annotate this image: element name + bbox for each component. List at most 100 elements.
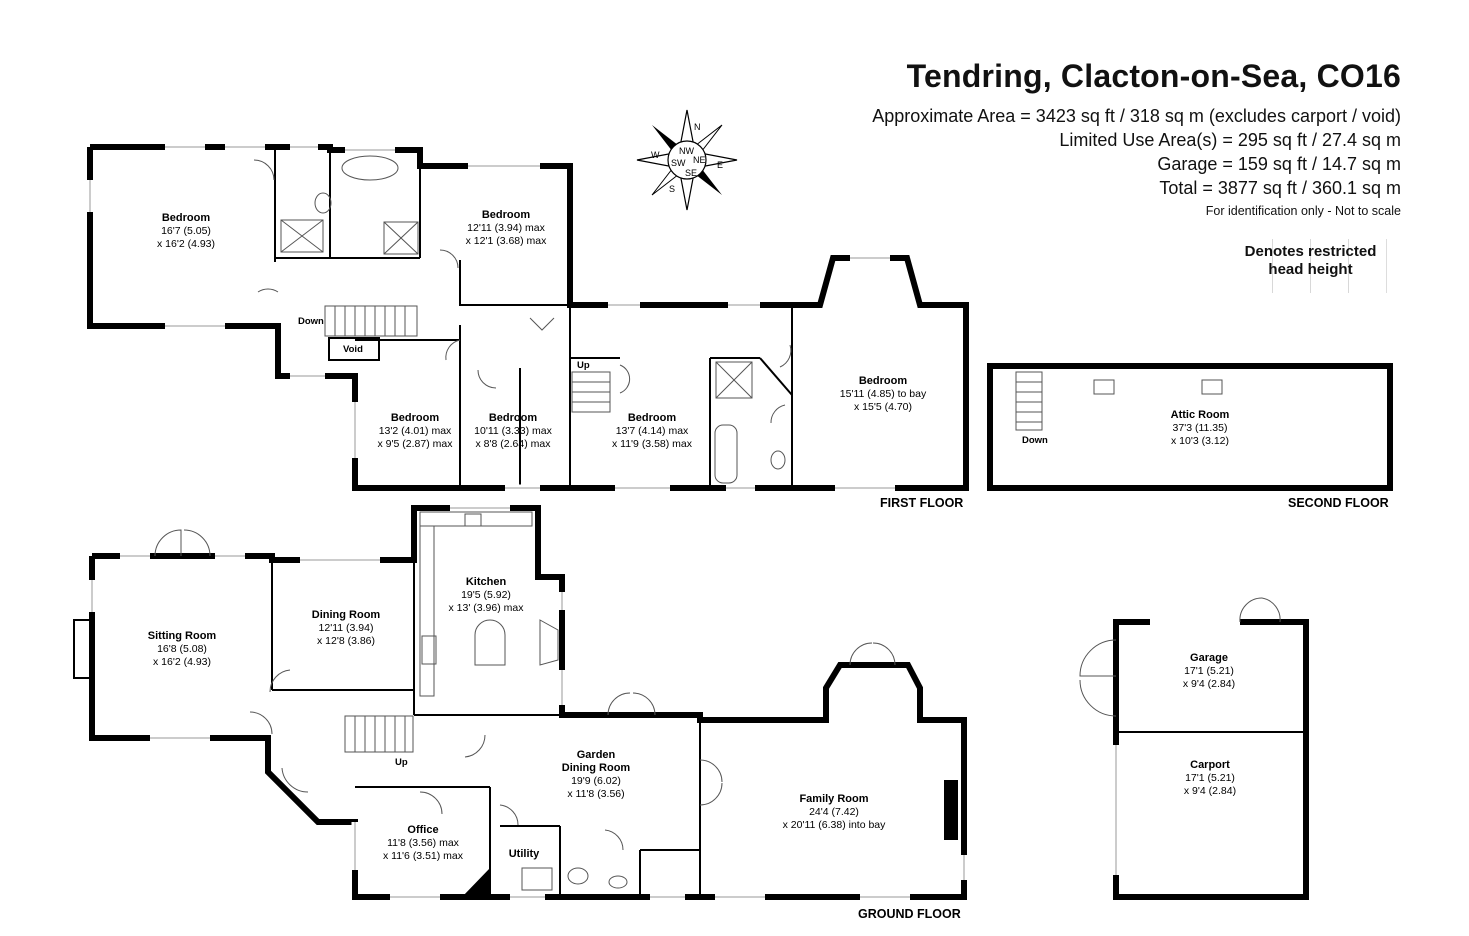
total-area-text: Total = 3877 sq ft / 360.1 sq m — [1159, 178, 1401, 198]
ground-floor-walls — [73, 504, 968, 901]
restricted-height-legend: Denotes restricted head height — [1233, 239, 1388, 295]
toilet-icon — [314, 192, 332, 214]
stair-attic-down — [1015, 371, 1043, 431]
first-down-label: Down — [298, 316, 324, 327]
garden-dim1: 19'9 (6.02) — [571, 775, 621, 787]
bath-icon-2 — [714, 424, 738, 484]
garden-name1: Garden — [577, 749, 616, 761]
attic-dim2: x 10'3 (3.12) — [1171, 435, 1229, 447]
void-box — [328, 337, 380, 361]
compass-w: W — [651, 150, 660, 160]
kitchen-dim1: 19'5 (5.92) — [461, 589, 511, 601]
kitchen-side-counter — [419, 525, 435, 697]
skylight-1 — [1093, 379, 1115, 395]
garage-name: Garage — [1190, 652, 1228, 664]
bed4-dim1: 13'2 (4.01) max — [379, 425, 452, 437]
disclaimer-note: For identification only - Not to scale — [1205, 204, 1401, 218]
kitchen-name: Kitchen — [466, 576, 507, 588]
garage-dim2: x 9'4 (2.84) — [1183, 678, 1235, 690]
garden-name2: Dining Room — [562, 762, 631, 774]
ground-up-label: Up — [395, 757, 408, 768]
utility-sink-icon — [521, 867, 553, 891]
carport-dim1: 17'1 (5.21) — [1185, 772, 1235, 784]
attic-down-label: Down — [1022, 435, 1048, 446]
office-dim2: x 11'6 (3.51) max — [383, 850, 464, 862]
legend-label-line1: Denotes restricted — [1244, 243, 1377, 260]
bed6-name: Bedroom — [628, 412, 677, 424]
first-floor-walls — [86, 143, 969, 492]
stair-ground-up — [344, 715, 414, 753]
bed1-name: Bedroom — [162, 212, 211, 224]
garage-area-text: Garage = 159 sq ft / 14.7 sq m — [1157, 154, 1401, 174]
carport-name: Carport — [1190, 759, 1230, 771]
compass-ne: NE — [693, 155, 706, 165]
bed3-dim2: x 15'5 (4.70) — [854, 401, 912, 413]
sitting-dim2: x 16'2 (4.93) — [153, 656, 211, 668]
compass-rose-icon: N E W S NW NE SE SW — [636, 109, 738, 211]
limited-use-area-text: Limited Use Area(s) = 295 sq ft / 27.4 s… — [1059, 130, 1401, 150]
office-name: Office — [407, 824, 438, 836]
bed5-dim1: 10'11 (3.33) max — [474, 425, 552, 437]
family-dim2: x 20'11 (6.38) into bay — [783, 819, 887, 831]
sitting-name: Sitting Room — [148, 630, 217, 642]
bath-tub-icon — [341, 155, 399, 181]
void-label: Void — [343, 344, 363, 355]
bed6-dim2: x 11'9 (3.58) max — [612, 438, 693, 450]
family-dim1: 24'4 (7.42) — [809, 806, 859, 818]
bed1-dim1: 16'7 (5.05) — [161, 225, 211, 237]
second-floor-label: SECOND FLOOR — [1288, 496, 1389, 510]
compass-s: S — [669, 184, 675, 194]
sitting-fireplace-icon — [73, 619, 95, 679]
bed4-name: Bedroom — [391, 412, 440, 424]
bed3-name: Bedroom — [859, 375, 908, 387]
attic-dim1: 37'3 (11.35) — [1173, 422, 1228, 434]
kitchen-island-icon — [474, 619, 506, 666]
garage-carport-walls — [1079, 597, 1309, 900]
office-dim1: 11'8 (3.56) max — [387, 837, 460, 849]
second-floor-walls — [987, 363, 1393, 491]
bed2-name: Bedroom — [482, 209, 531, 221]
dining-name: Dining Room — [312, 609, 381, 621]
restricted-height-swatch — [1235, 239, 1387, 293]
family-fireplace-icon — [944, 780, 958, 840]
carport-dim2: x 9'4 (2.84) — [1184, 785, 1236, 797]
bed5-name: Bedroom — [489, 412, 538, 424]
dining-dim2: x 12'8 (3.86) — [317, 635, 375, 647]
legend-label-line2: head height — [1268, 261, 1353, 278]
approx-area-text: Approximate Area = 3423 sq ft / 318 sq m… — [872, 106, 1401, 126]
legend-label: Denotes restricted head height — [1233, 243, 1388, 279]
area-summary: Approximate Area = 3423 sq ft / 318 sq m… — [872, 104, 1401, 200]
office-chimney-breast — [462, 868, 490, 897]
stair-first-down — [324, 305, 418, 337]
first-floor-label: FIRST FLOOR — [880, 496, 963, 510]
hob-icon — [421, 635, 437, 665]
utility-name: Utility — [509, 848, 540, 860]
bed4-dim2: x 9'5 (2.87) max — [378, 438, 454, 450]
room-labels: Bedroom 16'7 (5.05) x 16'2 (4.93) Bedroo… — [148, 209, 1389, 921]
ground-floor-label: GROUND FLOOR — [858, 907, 961, 921]
compass-sw: SW — [671, 158, 686, 168]
family-name: Family Room — [799, 793, 868, 805]
skylight-2 — [1201, 379, 1223, 395]
bed2-dim2: x 12'1 (3.68) max — [466, 235, 548, 247]
shower-icon — [280, 219, 324, 253]
sitting-dim1: 16'8 (5.08) — [157, 643, 207, 655]
compass-n: N — [694, 122, 701, 132]
garden-dim2: x 11'8 (3.56) — [567, 788, 624, 800]
bed3-dim1: 15'11 (4.85) to bay — [840, 388, 927, 400]
property-title: Tendring, Clacton-on-Sea, CO16 — [906, 58, 1401, 94]
garage-dim1: 17'1 (5.21) — [1184, 665, 1234, 677]
first-up-label: Up — [577, 360, 590, 371]
bed1-dim2: x 16'2 (4.93) — [157, 238, 215, 250]
bed5-dim2: x 8'8 (2.64) max — [476, 438, 552, 450]
compass-se: SE — [685, 168, 697, 178]
kitchen-dim2: x 13' (3.96) max — [449, 602, 525, 614]
kitchen-sink-icon — [464, 513, 482, 527]
wc-icon — [567, 867, 589, 885]
dining-dim1: 12'11 (3.94) — [319, 622, 374, 634]
compass-nw: NW — [679, 146, 694, 156]
bed2-dim1: 12'11 (3.94) max — [467, 222, 545, 234]
bed6-dim1: 13'7 (4.14) max — [616, 425, 689, 437]
attic-name: Attic Room — [1171, 409, 1230, 421]
